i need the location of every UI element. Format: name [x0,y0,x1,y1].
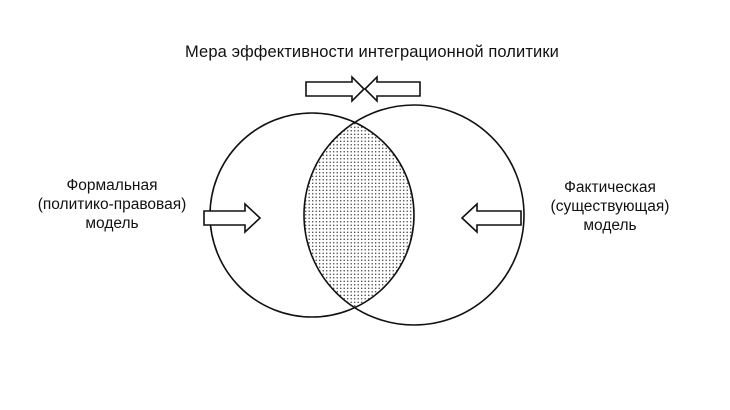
formal-model-label-line-1: Формальная [66,177,158,194]
actual-model-label: Фактическая (существующая) модель [520,178,700,235]
top-right-arrow-icon [363,75,421,103]
actual-model-label-line-3: модель [583,217,637,234]
formal-model-label-line-2: (политико-правовая) [37,196,187,213]
actual-model-label-line-2: (существующая) [550,198,670,215]
right-side-arrow-icon [460,202,522,234]
top-left-arrow-icon [305,75,366,103]
formal-model-label-line-3: модель [85,215,139,232]
left-side-arrow-icon [203,202,262,234]
actual-model-label-line-1: Фактическая [564,179,656,196]
intersection-region [304,113,414,317]
diagram-title: Мера эффективности интеграционной полити… [185,43,559,61]
formal-model-label: Формальная (политико-правовая) модель [22,176,202,233]
actual-model-circle [303,104,525,326]
